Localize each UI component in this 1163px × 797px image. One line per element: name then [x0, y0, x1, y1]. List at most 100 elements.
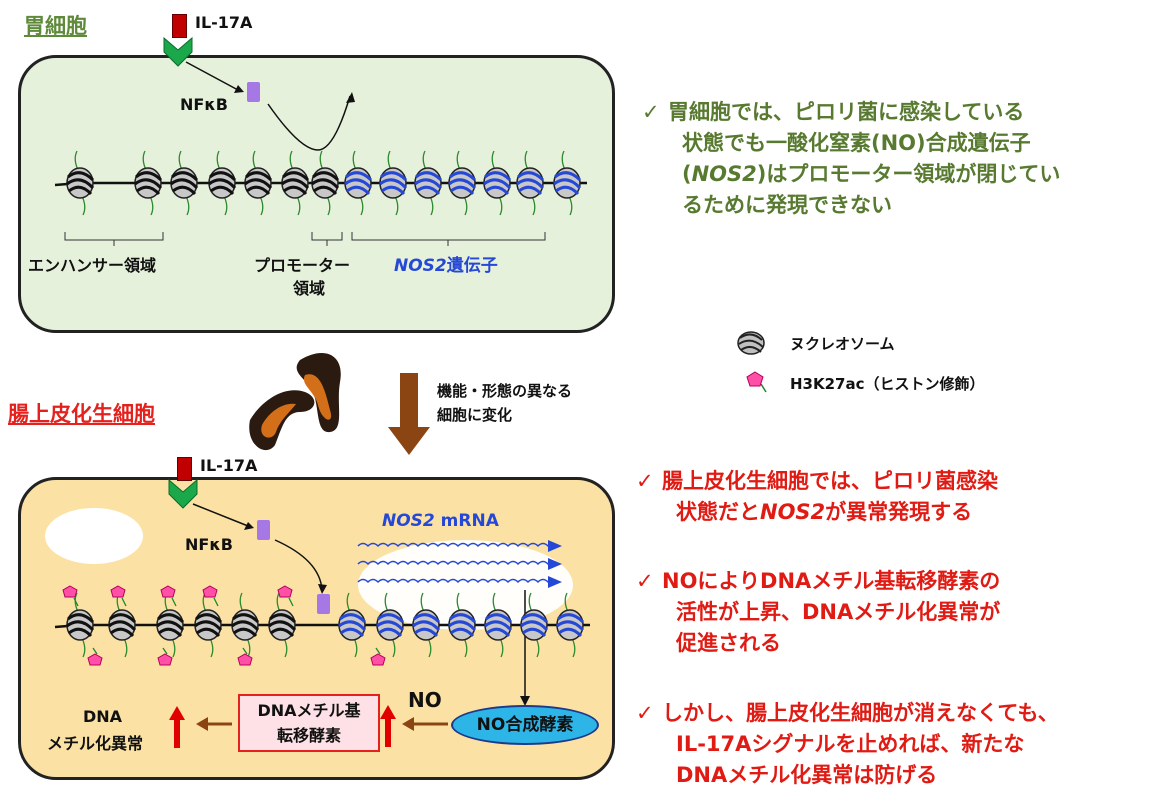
bottom-nucleosome-4-tail-up	[239, 592, 244, 613]
receptor-chevron-icon-top	[163, 36, 193, 67]
transition-text-1: 機能・形態の異なる	[437, 382, 573, 400]
h3k27ac-stem-down-0	[92, 647, 98, 655]
transition-text-2: 細胞に変化	[437, 406, 513, 424]
nos2-bracket	[351, 232, 546, 246]
nfkb-protein-bottom	[257, 520, 270, 540]
bottom-nucleosome-5-dna-wrap	[268, 613, 297, 638]
il17a-label-top: IL-17A	[195, 13, 253, 32]
bottom-nucleosome-8-tail-up	[420, 592, 425, 613]
top-nucleosome-3-tail-up	[216, 150, 221, 171]
no-synthase-ellipse: NO合成酵素	[451, 705, 599, 745]
top-linker-dna	[54, 181, 587, 187]
helicobacter-pylori-icon	[249, 353, 341, 451]
top-nucleosome-12-tail-down	[531, 195, 536, 216]
nfkb-bound-bottom	[317, 594, 330, 614]
bottom-nucleosome-9-dna-wrap	[448, 613, 477, 638]
il17a-label-bottom: IL-17A	[200, 456, 258, 475]
nos2-mrna-arrowhead-2	[548, 576, 562, 588]
bottom-nucleosome-10-tail-up	[492, 592, 497, 613]
top-nucleosome-3-tail-down	[223, 195, 228, 216]
top-nucleosome-3-dna-wrap	[208, 171, 237, 196]
bottom-nucleosome-11-tail-up	[528, 592, 533, 613]
signal-arrow-top	[185, 61, 239, 91]
h3k27ac-mark-up-1	[110, 585, 126, 598]
bottom-nucleosome-4-tail-down	[246, 637, 251, 658]
top-nucleosome-6-tail-down	[326, 195, 331, 216]
top-nucleosome-8-tail-down	[394, 195, 399, 216]
top-nucleosome-9-tail-down	[429, 195, 434, 216]
bottom-nucleosome-5-tail-down	[283, 637, 288, 658]
enhancer-region-label: エンハンサー領域	[28, 256, 157, 275]
bottom-nucleosome-0-tail-down	[81, 637, 86, 658]
transition-arrow-head	[388, 427, 430, 455]
top-nucleosome-7-tail-down	[359, 195, 364, 216]
dna-meth-label-2: メチル化異常	[47, 734, 144, 753]
top-nucleosome-4-tail-up	[252, 150, 257, 171]
receptor-chevron-icon-bottom	[168, 478, 198, 509]
h3k27ac-mark-down-0	[87, 653, 103, 666]
h3k27ac-mark-up-2	[160, 585, 176, 598]
h3k27ac-mark-up-0	[62, 585, 78, 598]
nucleosome-legend-icon	[737, 331, 765, 355]
top-nucleosome-5-dna-wrap	[281, 171, 310, 196]
h3k27ac-stem-down-3	[375, 647, 381, 655]
top-nucleosome-0-dna-wrap	[66, 171, 95, 196]
top-nucleosome-0-tail-down	[81, 195, 86, 216]
h3k27ac-stem-down-2	[242, 647, 248, 655]
note-metaplasia-3: ✓しかし、腸上皮化生細胞が消えなくても、 IL-17Aシグナルを止めれば、新たな…	[636, 701, 1059, 787]
bottom-nucleosome-1-dna-wrap	[108, 613, 137, 638]
nfkb-translocation-arrow	[274, 539, 323, 591]
bottom-nucleosome-0-dna-wrap	[66, 613, 95, 638]
h3k27ac-stem-up-0	[73, 597, 79, 607]
h3k27ac-stem-down-1	[162, 647, 168, 655]
bottom-nucleosome-7-tail-down	[391, 637, 396, 658]
bottom-nucleosome-10-tail-down	[499, 637, 504, 658]
bottom-nucleosome-11-tail-down	[535, 637, 540, 658]
no-label: NO	[408, 688, 442, 712]
bottom-nucleosome-12-tail-up	[564, 592, 569, 613]
top-nucleosome-5-tail-up	[289, 150, 294, 171]
top-nucleosome-11-dna-wrap	[483, 171, 512, 196]
top-nucleosome-2-tail-down	[185, 195, 190, 216]
bottom-nucleosome-12-tail-down	[571, 637, 576, 658]
bottom-nucleosome-2-tail-down	[171, 637, 176, 658]
promoter-bracket	[311, 232, 343, 246]
top-nucleosome-7-dna-wrap	[344, 171, 373, 196]
enhancer-bracket	[64, 232, 164, 246]
top-nucleosome-8-dna-wrap	[379, 171, 408, 196]
bottom-nucleosome-8-dna-wrap	[412, 613, 441, 638]
top-nucleosome-10-dna-wrap	[448, 171, 477, 196]
bottom-nucleosome-9-tail-down	[463, 637, 468, 658]
il17a-ligand-top	[172, 14, 187, 38]
top-nucleosome-5-tail-down	[296, 195, 301, 216]
top-nucleosome-8-tail-up	[387, 150, 392, 171]
top-nucleosome-13-tail-up	[561, 150, 566, 171]
nfkb-protein-top	[247, 82, 260, 102]
bottom-nucleosome-8-tail-down	[427, 637, 432, 658]
top-nucleosome-13-dna-wrap	[553, 171, 582, 196]
top-nucleosome-0-tail-up	[74, 150, 79, 171]
top-nucleosome-2-dna-wrap	[170, 171, 199, 196]
top-nucleosome-11-tail-up	[491, 150, 496, 171]
legend-h3k27ac-label: H3K27ac（ヒストン修飾）	[790, 375, 985, 393]
h3k27ac-mark-up-3	[202, 585, 218, 598]
transcription-attempt-arrow	[267, 95, 351, 151]
bottom-nucleosome-4-dna-wrap	[231, 613, 260, 638]
note-metaplasia-2: ✓NOによりDNAメチル基転移酵素の 活性が上昇、DNAメチル化異常が 促進され…	[636, 569, 1001, 655]
note-gastric: ✓胃細胞では、ピロリ菌に感染している 状態でも一酸化窒素(NO)合成遺伝子 (N…	[642, 100, 1061, 217]
top-nucleosome-2-tail-up	[178, 150, 183, 171]
nos2-mrna-arrowhead-0	[548, 540, 562, 552]
top-nucleosome-11-tail-down	[498, 195, 503, 216]
h3k27ac-mark-down-1	[157, 653, 173, 666]
top-nucleosome-10-tail-down	[463, 195, 468, 216]
nfkb-label-bottom: NFκB	[185, 535, 233, 554]
top-nucleosome-13-tail-down	[568, 195, 573, 216]
transition-arrow-shaft	[400, 373, 418, 429]
promoter-region-label-1: プロモーター	[254, 256, 351, 275]
bottom-nucleosome-6-tail-up	[346, 592, 351, 613]
h3k27ac-mark-down-2	[237, 653, 253, 666]
top-nucleosome-1-tail-up	[142, 150, 147, 171]
nos2-gene-label: NOS2遺伝子	[394, 256, 498, 276]
nos2-mrna-wave-2	[357, 578, 559, 584]
